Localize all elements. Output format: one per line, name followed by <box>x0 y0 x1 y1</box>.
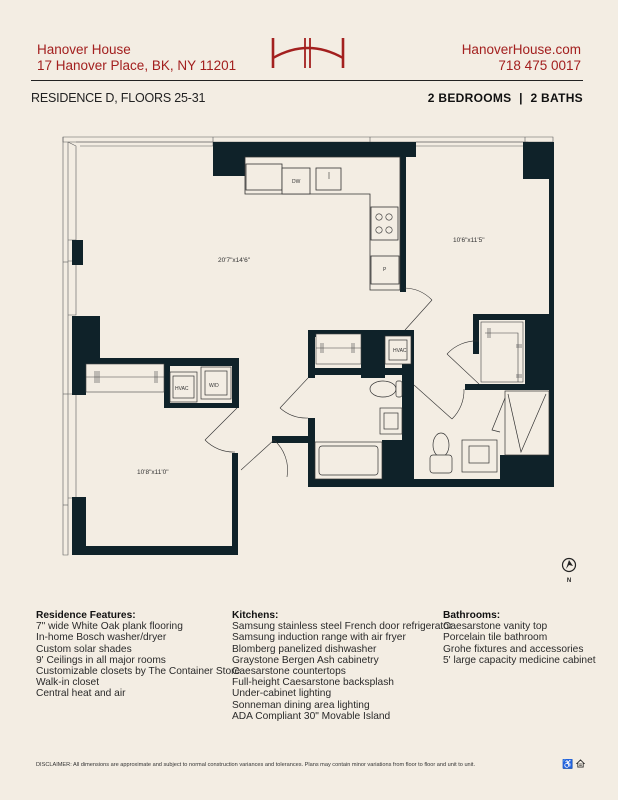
feature-item: Central heat and air <box>36 688 126 700</box>
feature-item: Sonneman dining area lighting <box>232 699 370 711</box>
feature-item: In-home Bosch washer/dryer <box>36 632 167 644</box>
kitchen <box>244 156 401 291</box>
feature-item: Caesarstone vanity top <box>443 621 548 633</box>
living-room-dimensions: 20'7"x14'6" <box>218 257 251 264</box>
equal-housing-icon <box>575 759 585 768</box>
feature-item: Graystone Bergen Ash cabinetry <box>232 654 379 666</box>
hh-logo-icon <box>271 38 345 68</box>
feature-item: Samsung stainless steel French door refr… <box>232 621 453 633</box>
north-arrow-icon <box>561 557 577 573</box>
feature-item: Samsung induction range with air fryer <box>232 632 406 644</box>
accessibility-icon: ♿ <box>562 759 574 769</box>
building-info: Hanover House 17 Hanover Place, BK, NY 1… <box>37 42 236 74</box>
kitchen-features-title: Kitchens: <box>232 610 279 621</box>
closet-rods <box>85 321 524 393</box>
feature-item: Blomberg panelized dishwasher <box>232 643 377 655</box>
feature-item: Walk-in closet <box>36 677 100 689</box>
residence-features-title: Residence Features: <box>36 610 136 621</box>
phone-number[interactable]: 718 475 0017 <box>498 58 581 73</box>
cooktop-burners <box>328 172 393 234</box>
bedrooms-count: 2 BEDROOMS <box>427 91 512 105</box>
feature-item: Customizable closets by The Container St… <box>36 666 241 678</box>
floor-plan: DW P HVAC W/D HVAC <box>62 136 554 556</box>
website-link[interactable]: HanoverHouse.com <box>461 42 581 57</box>
feature-item: Under-cabinet lighting <box>232 688 332 700</box>
hvac-label: HVAC <box>393 348 407 354</box>
compass: N <box>561 557 577 584</box>
feature-item: Custom solar shades <box>36 643 132 655</box>
feature-item: ADA Compliant 30" Movable Island <box>232 710 391 722</box>
bathroom-features: Bathrooms: Caesarstone vanity top Porcel… <box>443 610 596 666</box>
bathroom-features-title: Bathrooms: <box>443 610 501 621</box>
footer-icons: ♿ <box>562 759 585 770</box>
feature-item: 7" wide White Oak plank flooring <box>36 621 183 633</box>
feature-item: Porcelain tile bathroom <box>443 632 548 644</box>
pantry-label: P <box>383 267 387 273</box>
separator: | <box>519 91 523 105</box>
building-name: Hanover House <box>37 42 131 57</box>
hvac-label: HVAC <box>175 386 189 392</box>
feature-item: Grohe fixtures and accessories <box>443 643 584 655</box>
walls <box>72 142 554 555</box>
washer-dryer-label: W/D <box>209 383 219 389</box>
contact-info: HanoverHouse.com 718 475 0017 <box>462 42 581 74</box>
feature-item: 5' large capacity medicine cabinet <box>443 654 596 666</box>
feature-item: Full-height Caesarstone backsplash <box>232 677 394 689</box>
kitchen-features: Kitchens: Samsung stainless steel French… <box>232 610 452 722</box>
residence-features: Residence Features: 7" wide White Oak pl… <box>36 610 240 700</box>
north-label: N <box>566 578 572 584</box>
bedroom-2-dimensions: 10'8"x11'0" <box>137 469 169 476</box>
header-divider <box>31 80 583 81</box>
bath-2-fixtures <box>429 390 550 474</box>
feature-item: Caesarstone countertops <box>232 666 346 678</box>
disclaimer: DISCLAIMER: All dimensions are approxima… <box>36 762 476 768</box>
residence-title: RESIDENCE D, FLOORS 25-31 <box>31 91 206 105</box>
baths-count: 2 BATHS <box>530 91 583 105</box>
building-address: 17 Hanover Place, BK, NY 11201 <box>37 58 237 73</box>
unit-summary: 2 BEDROOMS | 2 BATHS <box>428 91 583 105</box>
bath-1-fixtures <box>314 380 403 480</box>
dishwasher-label: DW <box>292 179 301 185</box>
feature-item: 9' Ceilings in all major rooms <box>36 654 166 666</box>
doors <box>204 287 480 478</box>
bedroom-1-dimensions: 10'6"x11'5" <box>453 237 485 244</box>
